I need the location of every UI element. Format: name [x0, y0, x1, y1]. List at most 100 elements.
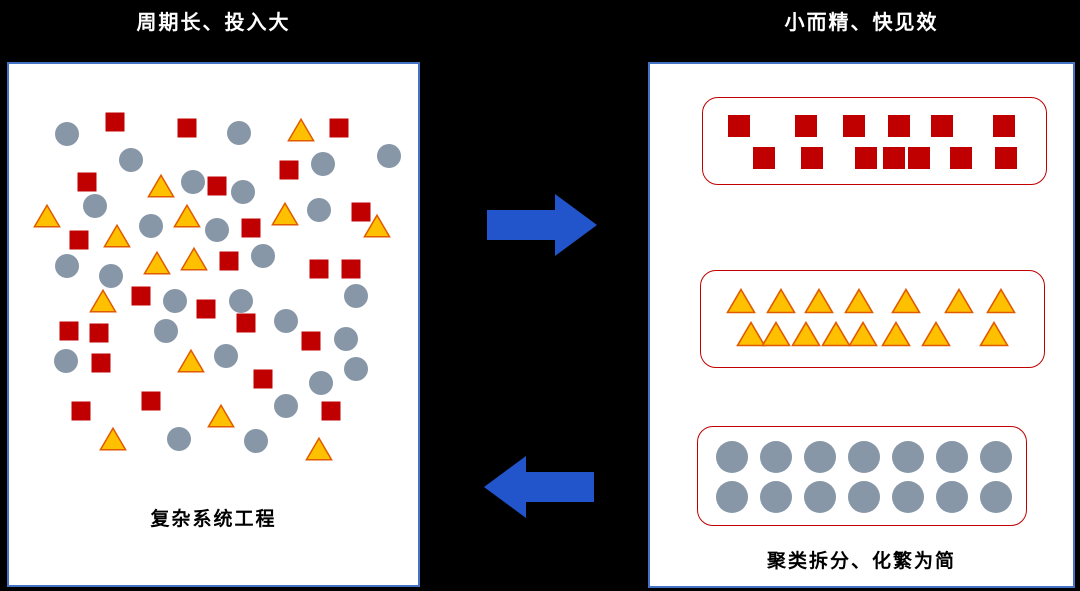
red-square-shape [241, 218, 261, 238]
yellow-triangle-shape [363, 213, 391, 238]
red-square-shape [950, 147, 972, 169]
yellow-triangle-shape [821, 320, 851, 347]
red-square-shape [995, 147, 1017, 169]
red-square-shape [219, 251, 239, 271]
gray-circle-shape [377, 144, 401, 168]
yellow-triangle-shape [736, 320, 766, 347]
red-square-shape [341, 259, 361, 279]
red-square-shape [69, 230, 89, 250]
yellow-triangle-shape [761, 320, 791, 347]
red-square-shape [59, 321, 79, 341]
red-square-shape [207, 176, 227, 196]
gray-circle-shape [139, 214, 163, 238]
red-square-shape [753, 147, 775, 169]
gray-circle-shape [214, 344, 238, 368]
gray-circle-shape [848, 441, 880, 473]
yellow-triangle-shape [287, 117, 315, 142]
right-panel: 聚类拆分、化繁为简 [648, 62, 1075, 588]
gray-circle-shape [309, 371, 333, 395]
red-square-shape [77, 172, 97, 192]
gray-circle-shape [892, 481, 924, 513]
cluster-area [650, 64, 1073, 586]
yellow-triangle-shape [944, 287, 974, 314]
gray-circle-shape [229, 289, 253, 313]
yellow-triangle-shape [986, 287, 1016, 314]
red-square-shape [883, 147, 905, 169]
red-square-shape [91, 353, 111, 373]
yellow-triangle-shape [99, 426, 127, 451]
gray-circle-shape [936, 441, 968, 473]
red-square-shape [309, 259, 329, 279]
yellow-triangle-shape [921, 320, 951, 347]
gray-circle-shape [760, 481, 792, 513]
yellow-triangle-shape [804, 287, 834, 314]
yellow-triangle-shape [791, 320, 821, 347]
yellow-triangle-shape [173, 203, 201, 228]
gray-circle-shape [83, 194, 107, 218]
gray-circle-shape [936, 481, 968, 513]
arrow-left-icon [484, 456, 594, 518]
yellow-triangle-shape [33, 203, 61, 228]
gray-circle-shape [119, 148, 143, 172]
cluster-box-squares [702, 97, 1047, 185]
gray-circle-shape [892, 441, 924, 473]
red-square-shape [801, 147, 823, 169]
red-square-shape [89, 323, 109, 343]
red-square-shape [196, 299, 216, 319]
gray-circle-shape [227, 121, 251, 145]
gray-circle-shape [274, 394, 298, 418]
gray-circle-shape [167, 427, 191, 451]
scatter-field [9, 64, 418, 494]
gray-circle-shape [307, 198, 331, 222]
yellow-triangle-shape [180, 246, 208, 271]
gray-circle-shape [980, 481, 1012, 513]
yellow-triangle-shape [844, 287, 874, 314]
gray-circle-shape [804, 481, 836, 513]
red-square-shape [843, 115, 865, 137]
red-square-shape [993, 115, 1015, 137]
yellow-triangle-shape [979, 320, 1009, 347]
gray-circle-shape [231, 180, 255, 204]
gray-circle-shape [99, 264, 123, 288]
gray-circle-shape [205, 218, 229, 242]
red-square-shape [795, 115, 817, 137]
right-panel-label: 聚类拆分、化繁为简 [766, 551, 956, 572]
cluster-box-circles [697, 426, 1027, 526]
yellow-triangle-shape [305, 436, 333, 461]
red-square-shape [131, 286, 151, 306]
right-panel-title: 小而精、快见效 [784, 12, 939, 34]
red-square-shape [329, 118, 349, 138]
red-square-shape [279, 160, 299, 180]
gray-circle-shape [760, 441, 792, 473]
gray-circle-shape [244, 429, 268, 453]
yellow-triangle-shape [848, 320, 878, 347]
yellow-triangle-shape [207, 403, 235, 428]
yellow-triangle-shape [726, 287, 756, 314]
gray-circle-shape [344, 357, 368, 381]
gray-circle-shape [311, 152, 335, 176]
red-square-shape [71, 401, 91, 421]
yellow-triangle-shape [766, 287, 796, 314]
red-square-shape [141, 391, 161, 411]
yellow-triangle-shape [891, 287, 921, 314]
left-panel-label: 复杂系统工程 [150, 509, 277, 530]
red-square-shape [321, 401, 341, 421]
arrow-right-icon [487, 194, 597, 256]
gray-circle-shape [804, 441, 836, 473]
cluster-box-triangles [700, 270, 1045, 368]
red-square-shape [177, 118, 197, 138]
gray-circle-shape [55, 122, 79, 146]
yellow-triangle-shape [143, 250, 171, 275]
gray-circle-shape [55, 254, 79, 278]
gray-circle-shape [251, 244, 275, 268]
gray-circle-shape [181, 170, 205, 194]
gray-circle-shape [848, 481, 880, 513]
red-square-shape [301, 331, 321, 351]
gray-circle-shape [716, 441, 748, 473]
yellow-triangle-shape [271, 201, 299, 226]
yellow-triangle-shape [89, 288, 117, 313]
yellow-triangle-shape [103, 223, 131, 248]
yellow-triangle-shape [177, 348, 205, 373]
red-square-shape [855, 147, 877, 169]
